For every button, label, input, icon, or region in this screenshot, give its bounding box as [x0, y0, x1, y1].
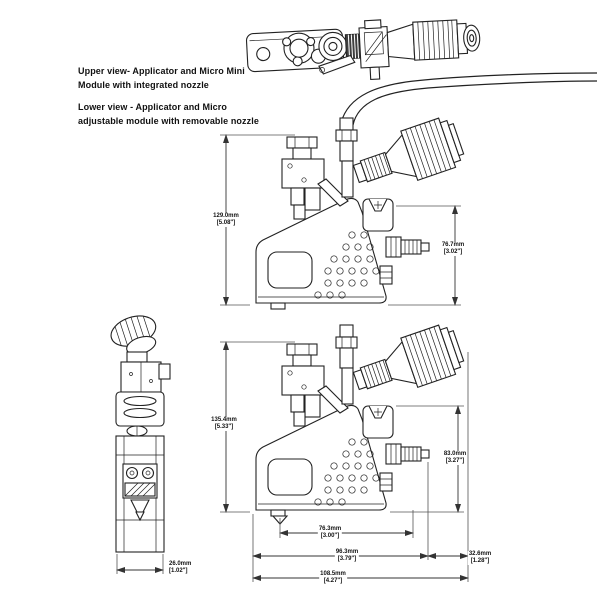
front-view-drawing — [110, 313, 171, 553]
upper-view-note-line2: Module with integrated nozzle — [78, 79, 209, 90]
dim-overall-width-label: 108.5mm[4.27"] — [319, 571, 347, 585]
dim-middle-height-label: 129.0mm[5.08"] — [212, 213, 240, 227]
lower-view-drawing — [255, 320, 468, 517]
dim-middle-right-height-label: 76.7mm[3.02"] — [440, 242, 466, 256]
dim-lower-right-height-label: 83.0mm[3.27"] — [442, 451, 468, 465]
lower-view-note: Lower view - Applicator and Micro adjust… — [78, 101, 259, 128]
dim-connector-offset-label: 32.6mm[1.28"] — [467, 551, 493, 565]
upper-view-note-line1: Upper view- Applicator and Micro Mini — [78, 66, 245, 76]
lower-view-note-line1: Lower view - Applicator and Micro — [78, 102, 227, 112]
middle-view-drawing — [255, 113, 468, 310]
dim-nozzle-offset-label: 76.3mm[3.00"] — [317, 526, 343, 540]
upper-view-drawing — [245, 19, 598, 126]
lower-view-note-line2: adjustable module with removable nozzle — [78, 115, 259, 126]
dim-body-width-label: 96.3mm[3.79"] — [334, 549, 360, 563]
dim-lower-height-label: 135.4mm[5.33"] — [210, 417, 238, 431]
upper-view-note: Upper view- Applicator and Micro Mini Mo… — [78, 65, 245, 92]
dim-front-width-label: 26.0mm[1.02"] — [169, 561, 192, 574]
